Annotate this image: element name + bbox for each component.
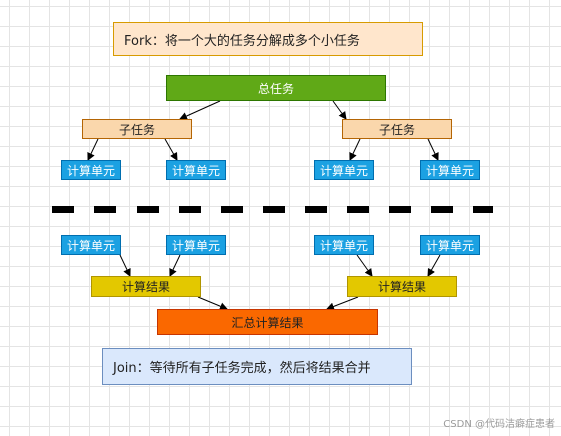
result-right-node: 计算结果 bbox=[347, 276, 457, 297]
arrow-result-right-to-summary bbox=[326, 296, 359, 311]
fork-description-note: Fork：将一个大的任务分解成多个小任务 bbox=[113, 22, 423, 56]
compute-unit-4: 计算单元 bbox=[420, 160, 480, 180]
compute-unit-8: 计算单元 bbox=[420, 235, 480, 255]
subtask-right-node: 子任务 bbox=[342, 119, 452, 139]
arrow-unit-6-to-result-left bbox=[169, 254, 181, 277]
compute-unit-1: 计算单元 bbox=[61, 160, 121, 180]
compute-unit-3: 计算单元 bbox=[314, 160, 374, 180]
arrow-result-left-to-summary bbox=[197, 296, 228, 311]
arrow-unit-5-to-result-left bbox=[119, 254, 131, 277]
arrow-unit-8-to-result-right bbox=[427, 254, 441, 277]
arrow-subtask-left-to-unit-1 bbox=[87, 138, 99, 161]
compute-unit-2: 计算单元 bbox=[166, 160, 226, 180]
arrow-total-to-subtask-left bbox=[179, 100, 221, 120]
result-left-node: 计算结果 bbox=[91, 276, 201, 297]
subtask-left-node: 子任务 bbox=[82, 119, 192, 139]
dashed-divider bbox=[52, 206, 493, 213]
arrow-subtask-right-to-unit-3 bbox=[349, 138, 361, 161]
watermark: CSDN @代码洁癖症患者 bbox=[443, 419, 555, 430]
join-description-note: Join：等待所有子任务完成，然后将结果合并 bbox=[102, 348, 412, 385]
arrow-subtask-right-to-unit-4 bbox=[427, 138, 439, 161]
arrow-subtask-left-to-unit-2 bbox=[164, 138, 178, 161]
compute-unit-6: 计算单元 bbox=[166, 235, 226, 255]
compute-unit-7: 计算单元 bbox=[314, 235, 374, 255]
summary-node: 汇总计算结果 bbox=[157, 309, 378, 335]
total-task-node: 总任务 bbox=[166, 75, 386, 101]
compute-unit-5: 计算单元 bbox=[61, 235, 121, 255]
arrow-total-to-subtask-right bbox=[332, 100, 347, 120]
arrow-unit-7-to-result-right bbox=[356, 254, 373, 277]
